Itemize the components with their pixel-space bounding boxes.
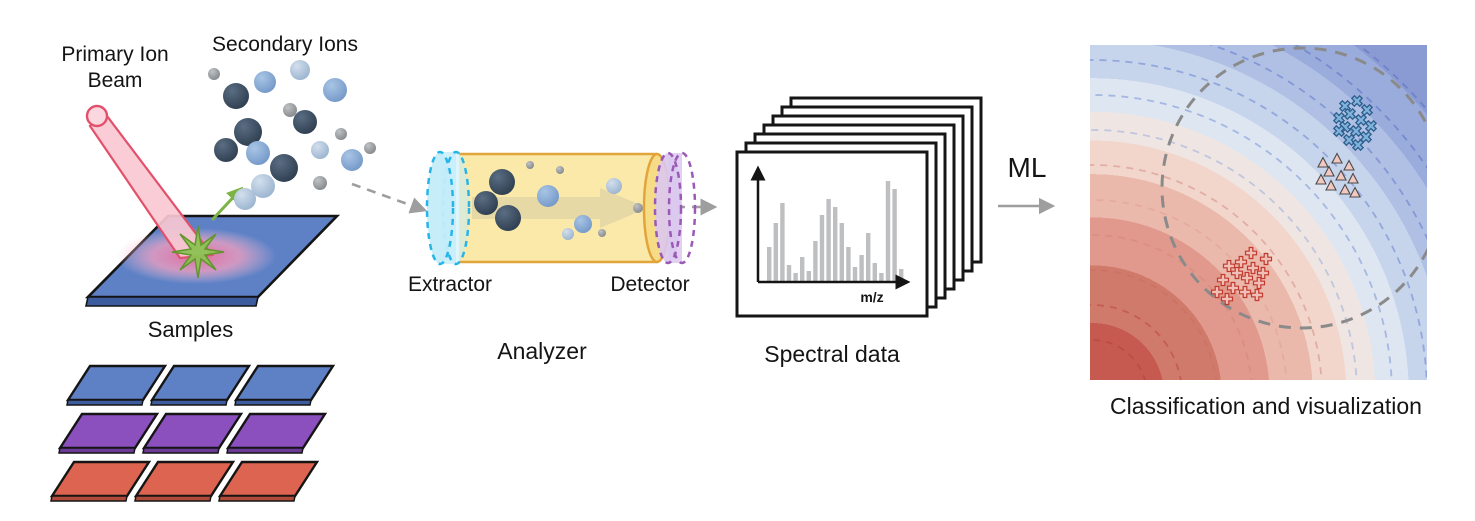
sample-grid <box>49 364 335 503</box>
secondary-ions-cloud <box>208 60 376 210</box>
sample-plate-blue <box>233 364 335 407</box>
detector-label: Detector <box>610 273 690 296</box>
sample-plate-purple <box>225 412 327 455</box>
sample-plate-red <box>217 460 319 503</box>
mass-spectrum-chart: m/z <box>750 165 911 305</box>
classification-label: Classification and visualization <box>1110 393 1422 419</box>
sample-stage <box>84 214 341 307</box>
sample-plate-blue <box>149 364 251 407</box>
samples-label: Samples <box>147 317 234 342</box>
sample-plate-red <box>49 460 151 503</box>
spectrum-bars <box>767 181 904 281</box>
spectra-stack: m/z <box>735 96 983 318</box>
decision-surface <box>1090 45 1427 380</box>
extractor-disc <box>425 150 471 266</box>
detector-disc <box>653 151 697 265</box>
ions-in-analyzer <box>474 161 643 240</box>
secondary-ions-label: Secondary Ions <box>212 33 358 56</box>
analyzer-label: Analyzer <box>497 338 587 364</box>
classification-plot <box>1090 45 1427 380</box>
extractor-label: Extractor <box>407 273 493 296</box>
sample-plate-red <box>133 460 235 503</box>
sample-plate-purple <box>141 412 243 455</box>
primary-ion-beam-label: Primary Ion Beam <box>61 43 169 93</box>
spectral-data-label: Spectral data <box>764 341 900 367</box>
analyzer-cylinder <box>425 150 697 266</box>
sample-plate-purple <box>57 412 159 455</box>
flow-arrow-ions-to-analyzer <box>351 182 428 214</box>
ml-label: ML <box>1007 152 1047 183</box>
sample-plate-blue <box>65 364 167 407</box>
decision-boundary-circle <box>1160 46 1427 330</box>
ion-source-dot <box>85 104 109 128</box>
front-spectrum-frame <box>735 150 929 318</box>
mz-axis-label: m/z <box>860 289 883 305</box>
contour-lines <box>1090 45 1427 380</box>
primary-ion-beam <box>85 104 215 260</box>
